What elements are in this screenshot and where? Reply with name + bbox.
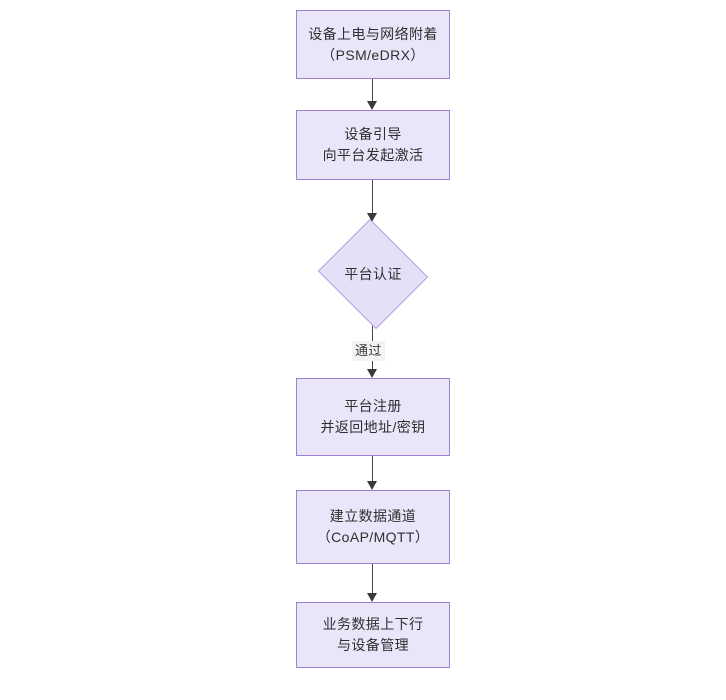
flow-node-platform-register[interactable]: 平台注册 并返回地址/密钥 — [296, 378, 450, 456]
flow-node-boot-line1: 设备引导 — [344, 126, 402, 142]
flow-node-business-data-management[interactable]: 业务数据上下行 与设备管理 — [296, 602, 450, 668]
flow-node-register-line1: 平台注册 — [344, 398, 402, 414]
connector-register-to-channel — [372, 456, 373, 481]
flow-node-register-line2: 并返回地址/密钥 — [320, 419, 426, 435]
flow-node-data-line1: 业务数据上下行 — [322, 616, 424, 632]
flow-node-establish-data-channel[interactable]: 建立数据通道 （CoAP/MQTT） — [296, 490, 450, 564]
flow-node-device-bootstrap[interactable]: 设备引导 向平台发起激活 — [296, 110, 450, 180]
arrowhead-icon-power-to-boot — [367, 101, 377, 110]
connector-boot-to-auth — [372, 180, 373, 214]
flow-node-platform-auth-decision[interactable]: 平台认证 — [315, 219, 431, 329]
arrowhead-icon-channel-to-data — [367, 593, 377, 602]
flow-node-auth-label: 平台认证 — [344, 266, 402, 282]
flow-node-channel-line1: 建立数据通道 — [329, 508, 417, 524]
arrowhead-icon-auth-to-register — [367, 369, 377, 378]
flow-node-boot-line2: 向平台发起激活 — [322, 147, 424, 163]
arrowhead-icon-boot-to-auth — [367, 213, 377, 222]
flow-node-power-line1: 设备上电与网络附着 — [308, 25, 438, 42]
flow-node-power-line2: （PSM/eDRX） — [321, 46, 425, 63]
connector-power-to-boot — [372, 79, 373, 102]
edge-label-pass: 通过 — [352, 341, 385, 361]
flow-node-data-line2: 与设备管理 — [337, 637, 409, 653]
arrowhead-icon-register-to-channel — [367, 481, 377, 490]
flow-node-channel-line2: （CoAP/MQTT） — [316, 529, 430, 545]
connector-channel-to-data — [372, 564, 373, 593]
flow-node-device-power-on[interactable]: 设备上电与网络附着 （PSM/eDRX） — [296, 10, 450, 79]
